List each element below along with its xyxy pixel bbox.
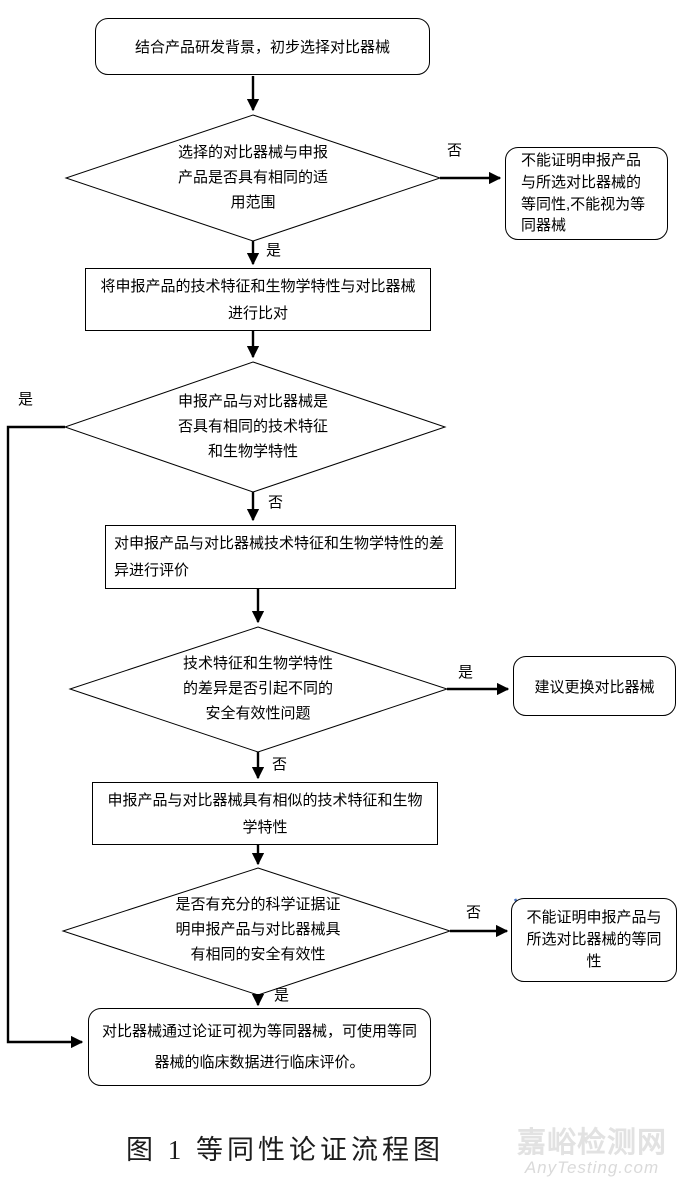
decision-safety-text: 技术特征和生物学特性的差异是否引起不同的安全有效性问题 bbox=[182, 655, 333, 722]
edge-d2-yes-left-path bbox=[6, 425, 84, 1049]
figure-caption: 图 1 等同性论证流程图 bbox=[126, 1135, 444, 1165]
similar-characteristics-step: 申报产品与对比器械具有相似的技术特征和生物学特性 bbox=[92, 782, 438, 845]
edge-label-d1-yes: 是 bbox=[266, 242, 282, 259]
decision-scope-text: 选择的对比器械与申报产品是否具有相同的适用范围 bbox=[177, 144, 328, 211]
edge-label-d3-yes: 是 bbox=[458, 664, 474, 681]
edge-label-d2-no: 否 bbox=[268, 494, 284, 511]
watermark: 嘉峪检测网 AnyTesting.com bbox=[512, 1128, 672, 1178]
edge-label-d2-yes: 是 bbox=[18, 391, 34, 408]
watermark-en-text: AnyTesting.com bbox=[524, 1158, 660, 1178]
start-node: 结合产品研发背景，初步选择对比器械 bbox=[95, 18, 430, 75]
compare-step: 将申报产品的技术特征和生物学特性与对比器械进行比对 bbox=[85, 268, 431, 331]
final-node: 对比器械通过论证可视为等同器械，可使用等同器械的临床数据进行临床评价。 bbox=[88, 1008, 431, 1086]
reject-node-full: 不能证明申报产品与所选对比器械的等同性,不能视为等同器械 bbox=[505, 147, 668, 240]
decision-characteristics-text: 申报产品与对比器械是否具有相同的技术特征和生物学特性 bbox=[177, 393, 328, 460]
evaluate-differences-step: 对申报产品与对比器械技术特征和生物学特性的差异进行评价 bbox=[105, 525, 456, 589]
change-comparator-node: 建议更换对比器械 bbox=[513, 656, 676, 716]
edge-label-d1-no: 否 bbox=[447, 142, 463, 159]
edge-label-d3-no: 否 bbox=[272, 756, 288, 773]
decision-evidence-text: 是否有充分的科学证据证明申报产品与对比器械具有相同的安全有效性 bbox=[175, 896, 341, 963]
reject-equivalence-node: 不能证明申报产品与所选对比器械的等同性 bbox=[511, 898, 677, 982]
edge-label-d4-yes: 是 bbox=[274, 987, 290, 1004]
edge-label-d4-no: 否 bbox=[466, 904, 482, 921]
watermark-cn-text: 嘉峪检测网 bbox=[516, 1127, 667, 1159]
